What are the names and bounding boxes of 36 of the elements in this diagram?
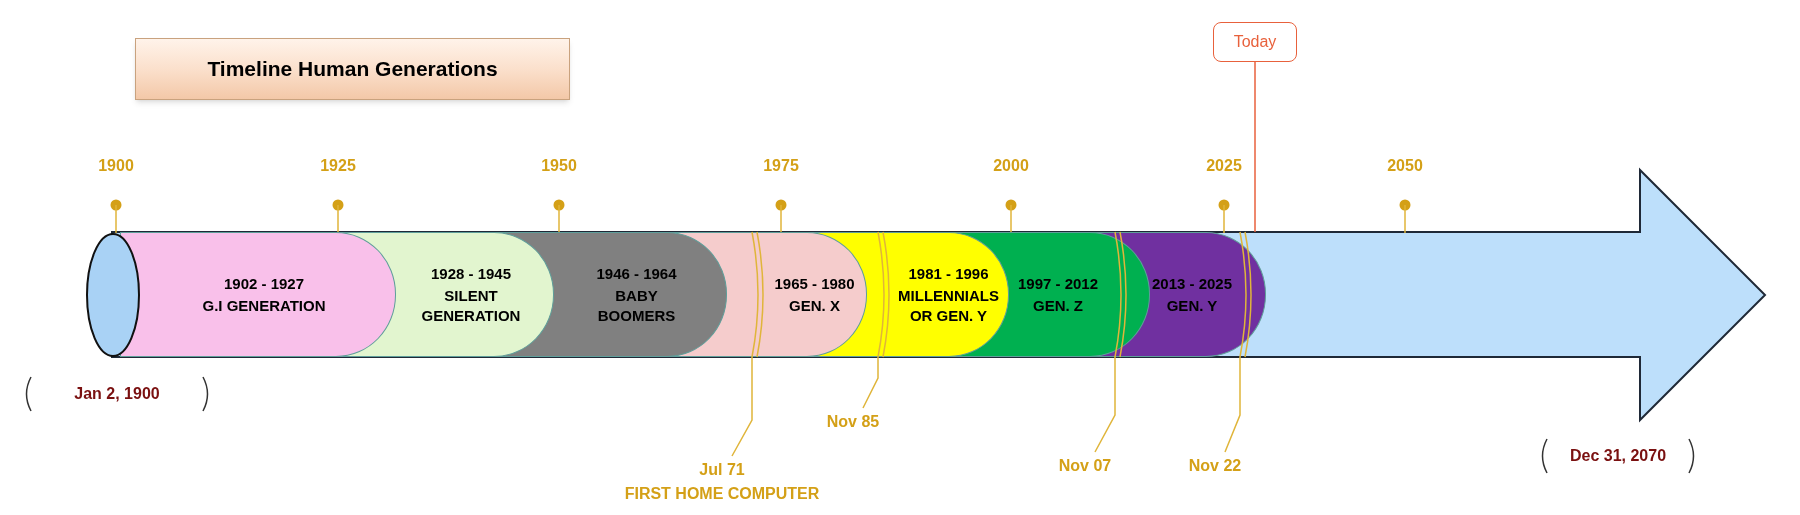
year-label: 2000	[992, 156, 1030, 176]
title-banner: Timeline Human Generations	[135, 38, 570, 100]
today-marker: Today	[1213, 22, 1297, 62]
leader-line	[1254, 61, 1256, 233]
generation-name: G.I GENERATION	[202, 295, 326, 316]
year-label: 1975	[762, 156, 800, 176]
generation-name: BABY BOOMERS	[596, 285, 677, 326]
milestone-date: Nov 07	[1058, 456, 1112, 476]
generation-name: SILENT GENERATION	[420, 285, 522, 326]
year-range: 1902 - 1927	[223, 273, 305, 294]
generation-name: GEN. Z	[1033, 295, 1083, 316]
date-label: Jan 2, 1900	[73, 384, 161, 404]
date-label: Dec 31, 2070	[1568, 446, 1668, 466]
milestone-date: Jul 71	[699, 460, 745, 480]
tube-end-cap	[86, 233, 140, 357]
milestone-date: Nov 85	[826, 412, 880, 432]
generation-name: GEN. X	[789, 295, 840, 316]
year-label: 1925	[319, 156, 357, 176]
leader-line	[862, 231, 890, 409]
year-label: 2050	[1386, 156, 1424, 176]
year-range: 1946 - 1964	[596, 263, 677, 284]
year-range: 1965 - 1980	[774, 273, 855, 294]
year-range: 2013 - 2025	[1151, 273, 1233, 294]
leader-line	[1094, 231, 1127, 453]
milestone-date: Nov 22	[1188, 456, 1242, 476]
year-label: 1900	[97, 156, 135, 176]
year-range: 1997 - 2012	[1017, 273, 1099, 294]
generation-name: MILLENNIALS OR GEN. Y	[897, 285, 1000, 326]
year-range: 1981 - 1996	[908, 263, 989, 284]
year-range: 1928 - 1945	[430, 263, 512, 284]
year-label: 1950	[540, 156, 578, 176]
milestone-label: FIRST HOME COMPUTER	[624, 484, 820, 504]
generation-name: GEN. Y	[1166, 295, 1218, 316]
leader-line	[731, 231, 764, 457]
leader-line	[1224, 231, 1252, 453]
year-label: 2025	[1205, 156, 1243, 176]
